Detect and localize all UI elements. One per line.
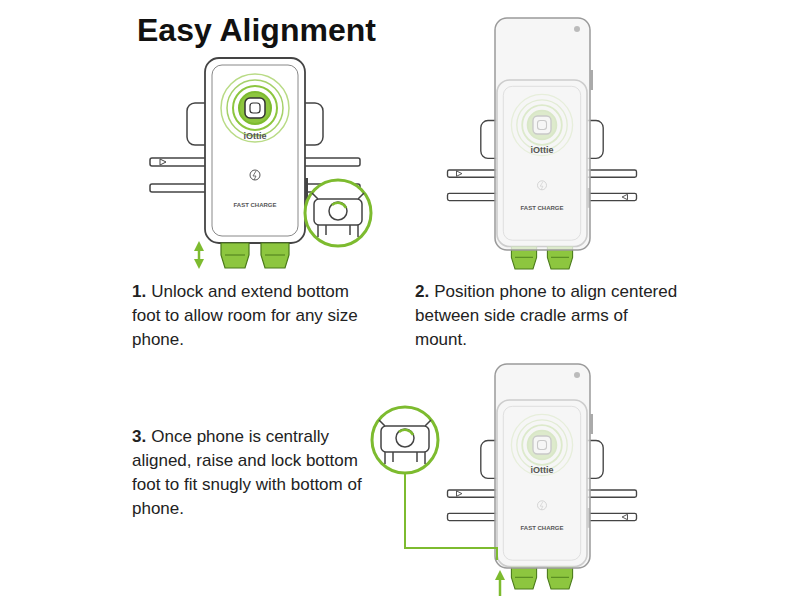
page-title: Easy Alignment — [137, 12, 376, 49]
device-marking: FAST CHARGE — [520, 205, 563, 211]
brand-logo: iOttie — [530, 145, 553, 155]
step-text: Once phone is centrally aligned, raise a… — [132, 427, 362, 518]
device-marking: FAST CHARGE — [520, 525, 563, 531]
step-text: Unlock and extend bottom foot to allow r… — [132, 282, 358, 349]
step-instruction: 3.Once phone is centrally aligned, raise… — [132, 425, 372, 521]
brand-logo: iOttie — [243, 131, 266, 141]
device-marking: FAST CHARGE — [233, 202, 276, 208]
step-instruction: 2.Position phone to align centered betwe… — [415, 280, 680, 352]
step-number: 2. — [415, 282, 429, 301]
step-number: 3. — [132, 427, 146, 446]
step-instruction: 1.Unlock and extend bottom foot to allow… — [132, 280, 372, 352]
brand-logo: iOttie — [530, 465, 553, 475]
step-number: 1. — [132, 282, 146, 301]
step-text: Position phone to align centered between… — [415, 282, 677, 349]
